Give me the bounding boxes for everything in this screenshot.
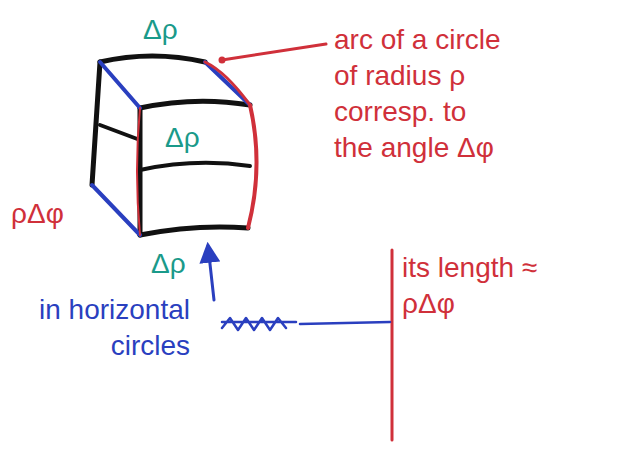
joining-line [300, 322, 390, 324]
circles-note: in horizontal circles [30, 292, 190, 364]
delta-rho-label: Δρ [148, 246, 189, 282]
middle-arc [140, 163, 250, 170]
side-middle-edge [100, 125, 140, 140]
bottom-front-arc [140, 227, 248, 235]
circle-arc [137, 108, 140, 235]
top-front-arc [140, 101, 250, 108]
delta-rho-label: Δρ [162, 120, 203, 156]
circle-arc [248, 105, 257, 228]
arc-note: arc of a circle of radius ρ corresp. to … [334, 22, 509, 166]
delta-rho-label: Δρ [140, 12, 181, 48]
pointer-arrow [208, 246, 214, 300]
radial-edge [205, 62, 250, 105]
radial-edge [100, 62, 140, 108]
arc-length-label: ρΔφ [8, 196, 67, 232]
circle-arc [205, 62, 250, 105]
top-back-arc [100, 56, 205, 62]
crossed-out-scribble [222, 318, 296, 330]
front-left-edge [138, 108, 143, 235]
radial-edge [92, 185, 140, 235]
length-note: its length ≈ ρΔφ [402, 250, 552, 322]
leader-line [222, 44, 326, 60]
note-bracket [391, 250, 394, 440]
